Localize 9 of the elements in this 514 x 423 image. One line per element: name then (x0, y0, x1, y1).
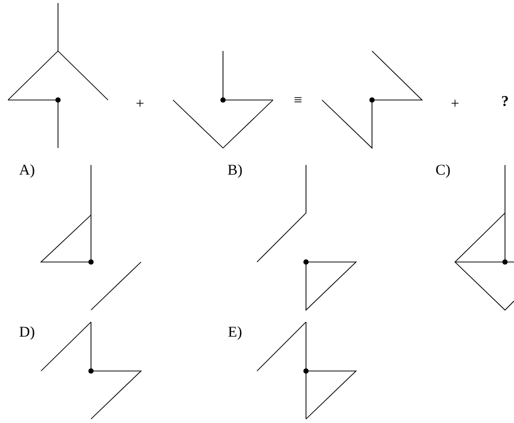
symbol-label: + (452, 100, 458, 107)
symbol-label: ≡ (294, 97, 302, 102)
symbol-label: ? (502, 96, 508, 106)
symbol-label: C) (436, 164, 450, 178)
symbol-label: B) (228, 164, 242, 178)
symbol-label: A) (19, 164, 34, 178)
symbol-label: E) (228, 326, 242, 340)
symbol-label: D) (20, 326, 34, 340)
symbol-label: + (136, 100, 144, 107)
